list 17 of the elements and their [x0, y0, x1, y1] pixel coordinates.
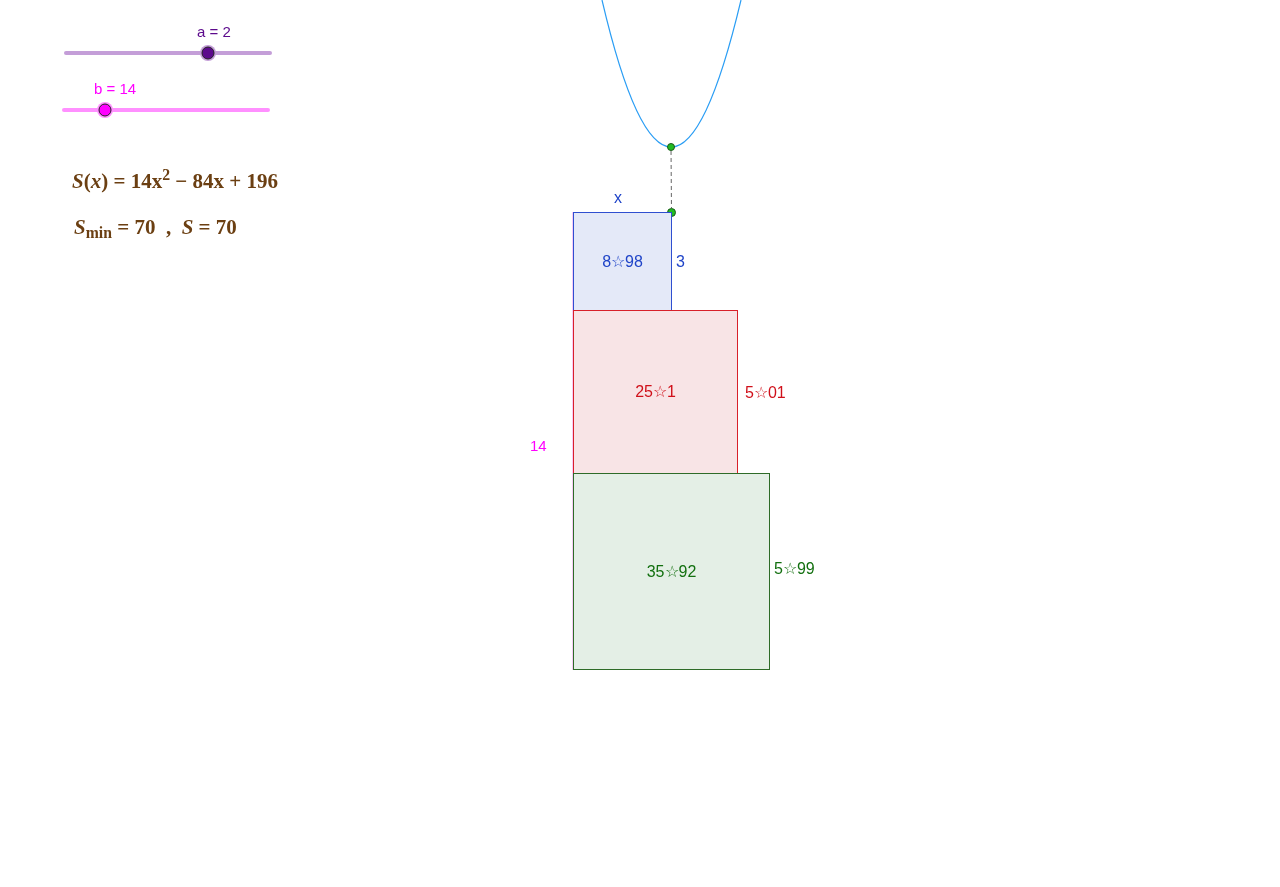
slider-label: b = 14	[94, 79, 137, 99]
point	[667, 143, 675, 151]
formula: S(x) = 14x$^{2}$ − 84x + 196	[72, 166, 278, 195]
side-length: 5☆01	[745, 383, 786, 403]
side-length: 5☆99	[774, 559, 815, 579]
area-value: 25☆1	[635, 382, 676, 402]
area-value: 35☆92	[646, 561, 697, 582]
area-rectangle	[573, 473, 770, 670]
side-length: x	[614, 188, 622, 208]
slider-label: a = 2	[197, 22, 231, 42]
dashed-line	[670, 150, 672, 209]
area-value: 8☆98	[602, 251, 643, 272]
area-rectangle	[573, 212, 672, 311]
side-label: 14	[530, 436, 547, 456]
side-length: 3	[676, 252, 685, 272]
formula: S$_{min}$ = 70 , S = 70	[74, 214, 237, 243]
area-rectangle	[573, 310, 738, 474]
